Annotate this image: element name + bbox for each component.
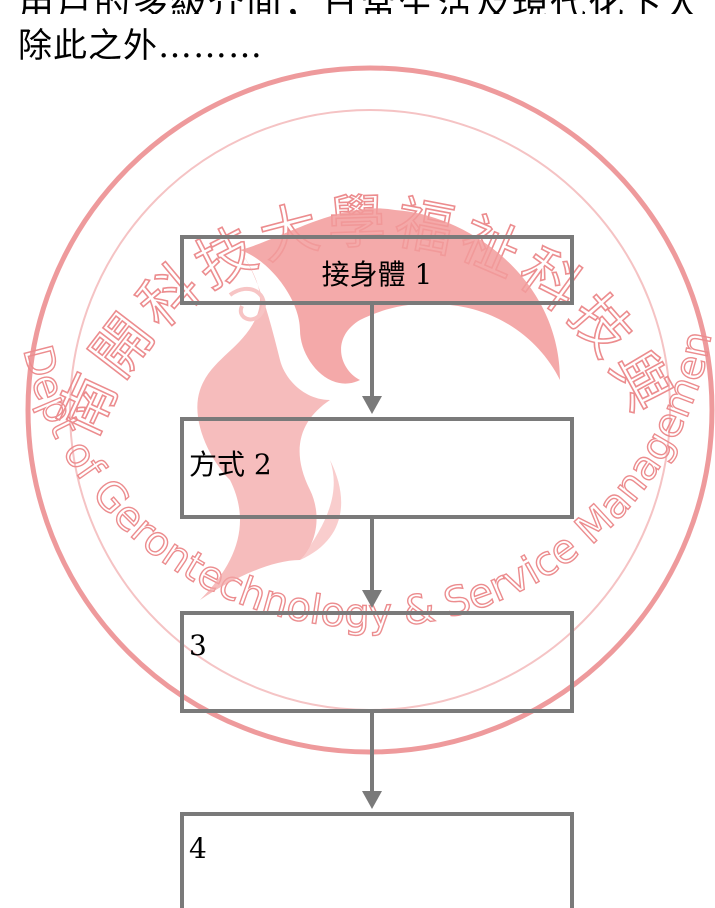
arrowhead-1-2 bbox=[362, 396, 382, 414]
arrowhead-2-3 bbox=[362, 590, 382, 608]
flow-step-3-box: 3 bbox=[180, 611, 574, 713]
flow-step-4-label: 4 bbox=[189, 832, 207, 865]
flow-step-2-box: 方式 2 bbox=[180, 417, 574, 519]
flow-step-1-box: 接身體 1 bbox=[180, 235, 574, 305]
flow-step-2-label: 方式 2 bbox=[189, 448, 272, 481]
flow-step-4-box: 4 bbox=[180, 812, 574, 908]
top-cut-text: 用戶的多級介面，日常生活及現代化下人際服務與公 bbox=[18, 0, 715, 14]
top-cut-text-line: 用戶的多級介面，日常生活及現代化下人際服務與公 bbox=[0, 0, 715, 14]
flow-step-1-label: 接身體 1 bbox=[321, 258, 433, 291]
arrowhead-3-4 bbox=[362, 791, 382, 809]
intro-text: 除此之外……… bbox=[18, 26, 263, 66]
flow-step-3-label: 3 bbox=[189, 629, 207, 662]
